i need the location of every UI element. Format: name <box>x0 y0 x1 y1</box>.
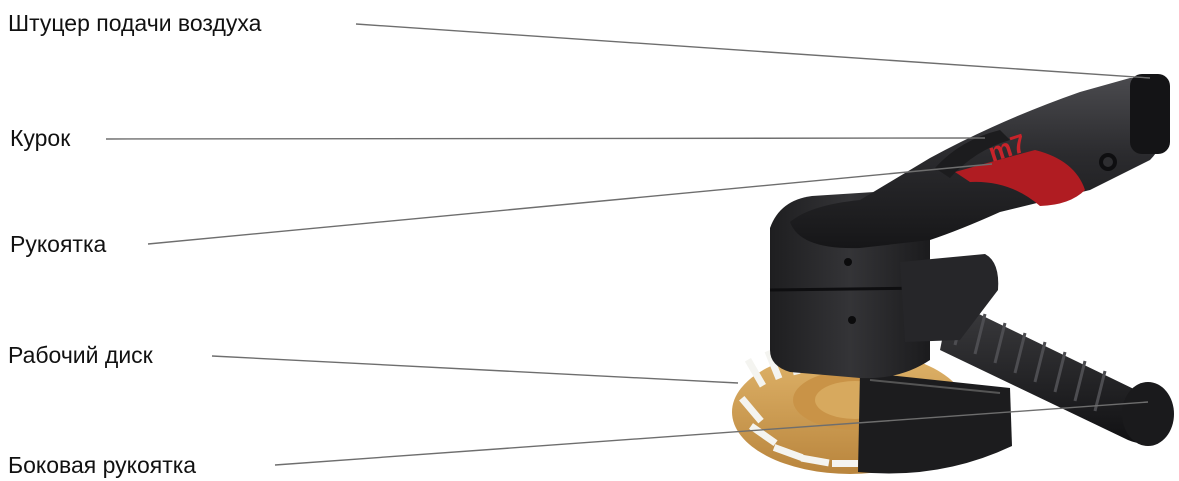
side-handle <box>940 300 1174 446</box>
label-air-inlet: Штуцер подачи воздуха <box>8 10 262 36</box>
leader-work-disc <box>211 355 739 384</box>
label-side-handle: Боковая рукоятка <box>8 452 197 478</box>
tool-handle <box>790 77 1166 249</box>
leader-trigger <box>105 137 986 140</box>
leader-lines <box>105 23 1151 466</box>
trigger-lever <box>935 130 1010 178</box>
disc-guard <box>858 372 1012 474</box>
leader-handle <box>147 163 993 245</box>
label-handle: Рукоятка <box>10 231 107 257</box>
leader-side-handle <box>274 401 1149 466</box>
air-inlet-fitting <box>1130 74 1170 154</box>
leader-air-inlet <box>355 23 1151 79</box>
label-trigger: Курок <box>10 125 71 151</box>
label-work-disc: Рабочий диск <box>8 342 153 368</box>
